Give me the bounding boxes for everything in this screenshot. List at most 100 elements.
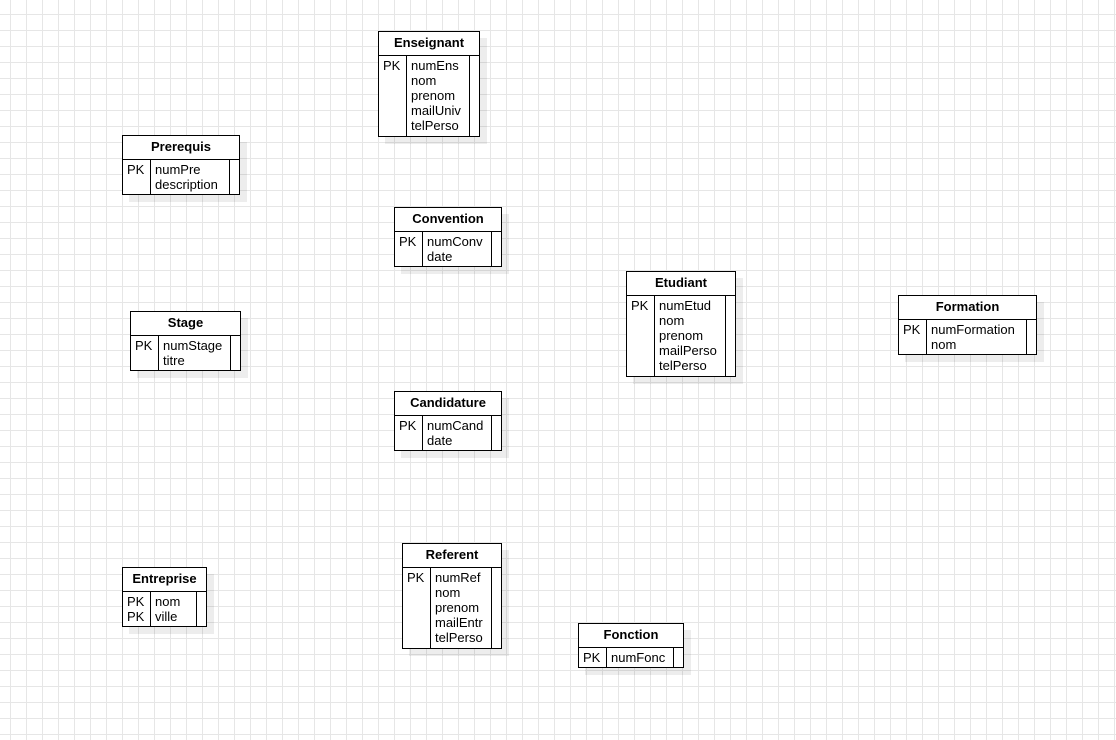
attribute: numEtud bbox=[659, 298, 712, 313]
entity-title: Stage bbox=[131, 312, 240, 336]
empty-column bbox=[491, 568, 501, 648]
entity-title: Formation bbox=[899, 296, 1036, 320]
primary-key-marker: PK bbox=[583, 650, 601, 665]
attribute: telPerso bbox=[411, 118, 459, 133]
empty-column bbox=[196, 592, 206, 626]
attribute: numPre bbox=[155, 162, 201, 177]
key-column: PK bbox=[899, 320, 927, 354]
entity-title: Convention bbox=[395, 208, 501, 232]
attribute: numRef bbox=[435, 570, 481, 585]
primary-key-marker: PK bbox=[407, 570, 425, 585]
attribute: prenom bbox=[659, 328, 704, 343]
attribute: nom bbox=[411, 73, 437, 88]
primary-key-marker: PK bbox=[127, 162, 145, 177]
entity-title: Candidature bbox=[395, 392, 501, 416]
attribute: nom bbox=[931, 337, 957, 352]
key-column: PK bbox=[131, 336, 159, 370]
attribute: prenom bbox=[435, 600, 480, 615]
empty-column bbox=[491, 232, 501, 266]
empty-column bbox=[229, 160, 239, 194]
attribute: mailPerso bbox=[659, 343, 717, 358]
entity-title: Referent bbox=[403, 544, 501, 568]
primary-key-marker: PK bbox=[399, 234, 417, 249]
primary-key-marker: PK bbox=[631, 298, 649, 313]
attribute: numFormation bbox=[931, 322, 1015, 337]
empty-column bbox=[725, 296, 735, 376]
entity-title: Enseignant bbox=[379, 32, 479, 56]
key-column: PK bbox=[403, 568, 431, 648]
empty-column bbox=[230, 336, 240, 370]
key-column: PK bbox=[123, 160, 151, 194]
primary-key-marker: PK bbox=[127, 609, 145, 624]
attribute: titre bbox=[163, 353, 185, 368]
attribute: date bbox=[427, 249, 453, 264]
entity-body: PK numFonc bbox=[579, 648, 683, 667]
entity-title: Fonction bbox=[579, 624, 683, 648]
attribute: nom bbox=[155, 594, 181, 609]
attribute: nom bbox=[435, 585, 461, 600]
primary-key-marker: PK bbox=[127, 594, 145, 609]
primary-key-marker: PK bbox=[383, 58, 401, 73]
key-column: PK bbox=[379, 56, 407, 136]
attribute: ville bbox=[155, 609, 178, 624]
attribute: nom bbox=[659, 313, 685, 328]
empty-column bbox=[1026, 320, 1036, 354]
attribute: description bbox=[155, 177, 218, 192]
entity-title: Entreprise bbox=[123, 568, 206, 592]
key-column: PK bbox=[627, 296, 655, 376]
key-column: PK bbox=[579, 648, 607, 667]
attribute: numConv bbox=[427, 234, 483, 249]
entity-title: Prerequis bbox=[123, 136, 239, 160]
attribute: numStage bbox=[163, 338, 223, 353]
attribute-column: numFonc bbox=[607, 648, 673, 667]
attribute: date bbox=[427, 433, 453, 448]
key-column: PK bbox=[395, 232, 423, 266]
attribute: numCand bbox=[427, 418, 484, 433]
attribute: mailEntr bbox=[435, 615, 483, 630]
empty-column bbox=[491, 416, 501, 450]
attribute: numFonc bbox=[611, 650, 666, 665]
attribute: telPerso bbox=[659, 358, 707, 373]
attribute: numEns bbox=[411, 58, 459, 73]
primary-key-marker: PK bbox=[135, 338, 153, 353]
attribute: telPerso bbox=[435, 630, 483, 645]
empty-column bbox=[673, 648, 683, 667]
key-column: PK bbox=[395, 416, 423, 450]
attribute: mailUniv bbox=[411, 103, 461, 118]
entity-title: Etudiant bbox=[627, 272, 735, 296]
primary-key-marker: PK bbox=[399, 418, 417, 433]
primary-key-marker: PK bbox=[903, 322, 921, 337]
attribute: prenom bbox=[411, 88, 456, 103]
empty-column bbox=[469, 56, 479, 136]
